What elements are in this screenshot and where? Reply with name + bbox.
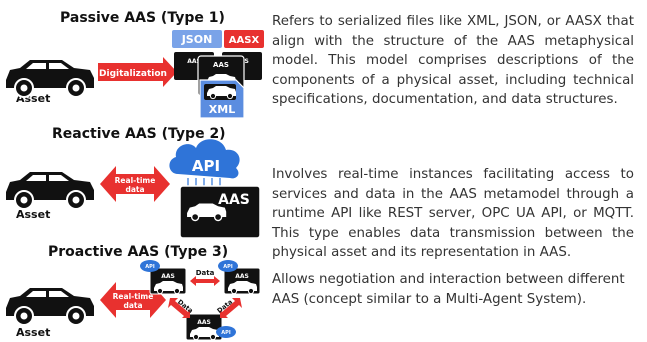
svg-text:API: API	[145, 264, 155, 270]
svg-text:AAS: AAS	[161, 273, 175, 280]
car-icon-2	[5, 171, 95, 210]
svg-text:AAS: AAS	[187, 58, 201, 65]
aas-card-2: AAS	[179, 185, 261, 239]
svg-text:API: API	[221, 330, 231, 336]
digitalization-arrow: Digitalization	[98, 57, 177, 87]
svg-text:Digitalization: Digitalization	[99, 69, 167, 79]
aas-card-3c: AAS API	[185, 313, 236, 341]
svg-text:data: data	[123, 301, 142, 310]
svg-text:data: data	[125, 185, 144, 194]
xml-file-icon: XML	[199, 79, 245, 119]
svg-text:Data: Data	[196, 269, 215, 277]
svg-text:API: API	[192, 157, 220, 175]
svg-text:XML: XML	[209, 103, 235, 116]
svg-text:AAS: AAS	[213, 61, 229, 69]
svg-text:AASX: AASX	[229, 35, 260, 46]
proactive-aas-title: Proactive AAS (Type 3)	[48, 244, 229, 260]
proactive-aas-description: Allows negotiation and interaction betwe…	[272, 272, 625, 307]
json-file-icon: JSON	[172, 30, 222, 48]
svg-text:AAS: AAS	[197, 319, 211, 326]
passive-aas-title: Passive AAS (Type 1)	[60, 10, 225, 26]
svg-text:Real-time: Real-time	[113, 292, 154, 301]
reactive-aas-description: Involves real-time instances facilitatin…	[272, 167, 634, 260]
svg-text:AAS: AAS	[235, 273, 249, 280]
aas-card-3a: AAS API	[140, 260, 187, 295]
data-exchange-arrows: Data Data Data	[168, 269, 242, 318]
realtime-data-arrow-2: Real-time data	[100, 166, 170, 202]
asset-label-3: Asset	[16, 326, 51, 339]
svg-text:Real-time: Real-time	[115, 176, 156, 185]
svg-text:JSON: JSON	[181, 33, 213, 46]
aasx-file-icon: AASX	[224, 30, 264, 48]
svg-text:AAS: AAS	[218, 192, 250, 208]
asset-label-2: Asset	[16, 208, 51, 221]
svg-text:API: API	[223, 264, 233, 270]
reactive-aas-title: Reactive AAS (Type 2)	[52, 126, 226, 142]
passive-aas-description: Refers to serialized files like XML, JSO…	[272, 14, 634, 107]
car-icon-3	[5, 287, 95, 326]
car-icon-1	[5, 59, 95, 98]
aas-card-3b: AAS API	[218, 260, 261, 295]
